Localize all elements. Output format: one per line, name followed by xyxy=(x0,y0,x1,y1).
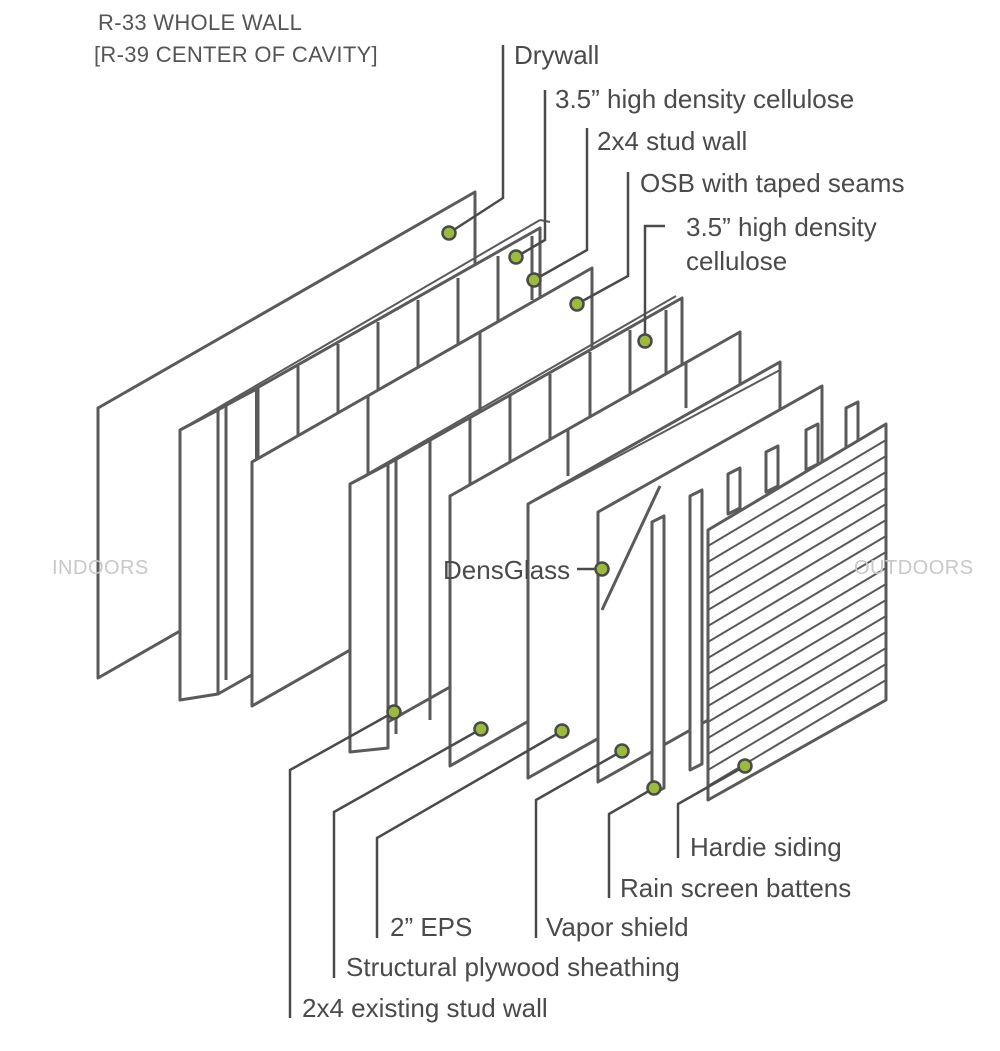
bottom-leaders xyxy=(288,710,746,1018)
hardie-label: Hardie siding xyxy=(690,832,842,862)
existing-stud-label: 2x4 existing stud wall xyxy=(302,993,548,1023)
battens-label: Rain screen battens xyxy=(620,873,852,903)
cellulose-inner-label: 3.5” high density cellulose xyxy=(555,84,855,114)
existing-stud-dot xyxy=(386,704,402,720)
stud-wall-new-dot xyxy=(526,272,542,288)
drywall-label: Drywall xyxy=(514,40,600,70)
indoors-label: INDOORS xyxy=(52,557,149,579)
osb-label: OSB with taped seams xyxy=(640,168,905,198)
densglass-dot xyxy=(594,561,610,577)
osb-dot xyxy=(569,296,585,312)
callout-dots xyxy=(386,225,753,796)
cellulose-inner-dot xyxy=(508,249,524,265)
drywall-dot xyxy=(441,225,457,241)
rating-whole-wall: R-33 WHOLE WALL xyxy=(98,10,303,35)
battens-layer xyxy=(650,400,860,796)
hardie-dot xyxy=(737,758,753,774)
vapor-dot xyxy=(614,743,630,759)
vapor-label: Vapor shield xyxy=(546,912,689,942)
densglass-label: DensGlass xyxy=(443,555,571,585)
cellulose-outer-label-1: 3.5” high density xyxy=(686,212,877,242)
eps-dot xyxy=(554,723,570,739)
stud-wall-new-label: 2x4 stud wall xyxy=(597,126,748,156)
outdoors-label: OUTDOORS xyxy=(854,557,974,579)
cellulose-outer-label-2: cellulose xyxy=(686,246,788,276)
rating-center-cavity: [R-39 CENTER OF CAVITY] xyxy=(94,42,378,67)
battens-dot xyxy=(646,780,662,796)
hardie-siding-layer xyxy=(706,422,888,802)
plywood-label: Structural plywood sheathing xyxy=(346,952,680,982)
cellulose-outer-dot xyxy=(637,333,653,349)
eps-label: 2” EPS xyxy=(390,912,473,942)
plywood-dot xyxy=(473,721,489,737)
